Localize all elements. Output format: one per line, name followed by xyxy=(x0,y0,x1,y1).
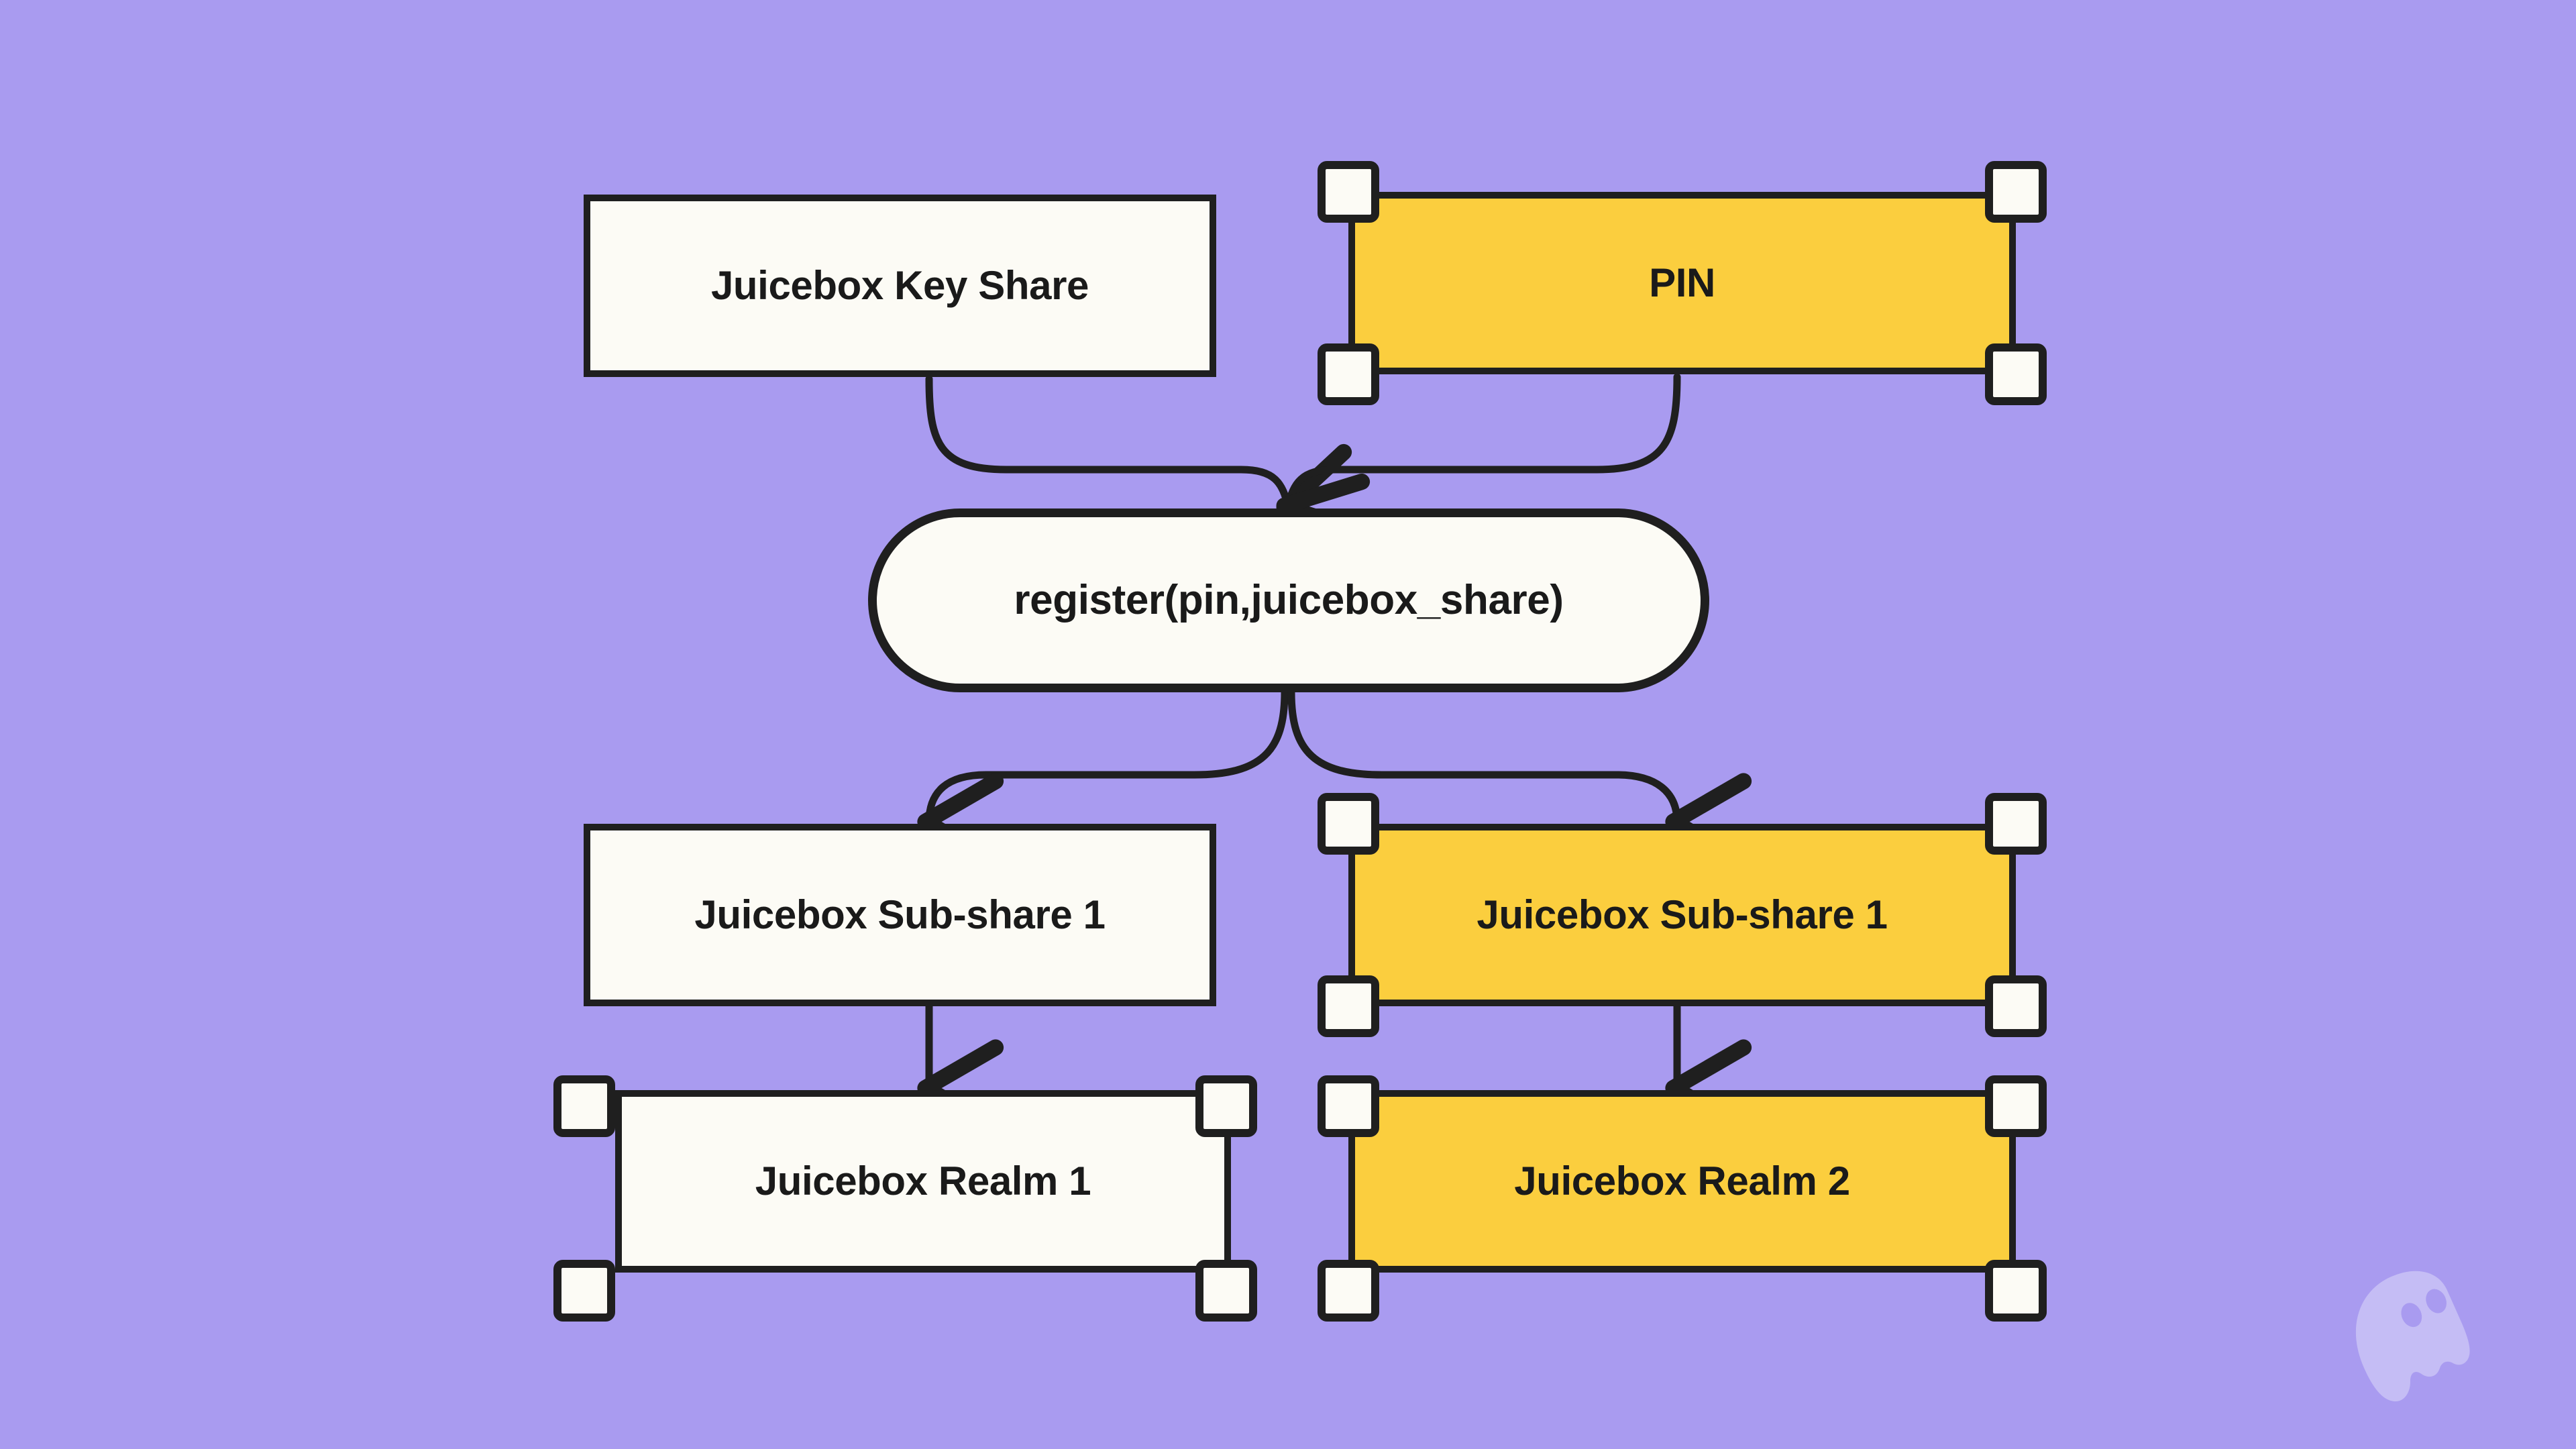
selection-handle-realm1-bottom-left[interactable] xyxy=(553,1260,615,1322)
selection-handle-pin-bottom-right[interactable] xyxy=(1985,343,2047,405)
edge-register-to-subshare-right xyxy=(1287,688,1752,871)
node-juicebox-sub-share-left[interactable]: Juicebox Sub-share 1 xyxy=(584,824,1216,1006)
node-juicebox-key-share[interactable]: Juicebox Key Share xyxy=(584,195,1216,377)
selection-handle-realm2-bottom-right[interactable] xyxy=(1985,1260,2047,1322)
selection-handle-realm2-top-right[interactable] xyxy=(1985,1075,2047,1137)
edge-keyshare-to-register xyxy=(925,375,1371,539)
selection-handle-realm1-bottom-right[interactable] xyxy=(1195,1260,1257,1322)
node-label-juicebox-realm-1: Juicebox Realm 1 xyxy=(755,1159,1091,1203)
selection-handle-pin-bottom-left[interactable] xyxy=(1318,343,1379,405)
selection-handle-realm2-top-left[interactable] xyxy=(1318,1075,1379,1137)
node-label-juicebox-realm-2: Juicebox Realm 2 xyxy=(1514,1159,1850,1203)
node-juicebox-sub-share-right[interactable]: Juicebox Sub-share 1 xyxy=(1348,824,2016,1006)
selection-handle-realm1-top-left[interactable] xyxy=(553,1075,615,1137)
selection-handle-realm2-bottom-left[interactable] xyxy=(1318,1260,1379,1322)
edge-pin-to-register xyxy=(1276,373,1681,570)
selection-handle-subshare-right-top-right[interactable] xyxy=(1985,793,2047,855)
selection-handle-subshare-right-bottom-right[interactable] xyxy=(1985,975,2047,1037)
node-label-register: register(pin,juicebox_share) xyxy=(1014,577,1564,623)
node-juicebox-realm-2[interactable]: Juicebox Realm 2 xyxy=(1348,1090,2016,1273)
selection-handle-realm1-top-right[interactable] xyxy=(1195,1075,1257,1137)
selection-handle-pin-top-right[interactable] xyxy=(1985,161,2047,223)
node-label-juicebox-key-share: Juicebox Key Share xyxy=(710,263,1089,308)
selection-handle-subshare-right-bottom-left[interactable] xyxy=(1318,975,1379,1037)
node-register[interactable]: register(pin,juicebox_share) xyxy=(868,508,1709,692)
node-label-pin: PIN xyxy=(1649,260,1715,305)
node-juicebox-realm-1[interactable]: Juicebox Realm 1 xyxy=(615,1090,1231,1273)
node-label-juicebox-sub-share-right: Juicebox Sub-share 1 xyxy=(1477,892,1888,937)
node-label-juicebox-sub-share-left: Juicebox Sub-share 1 xyxy=(694,892,1106,937)
node-pin[interactable]: PIN xyxy=(1348,192,2016,374)
selection-handle-pin-top-left[interactable] xyxy=(1318,161,1379,223)
ghost-logo-icon xyxy=(2355,1271,2470,1402)
selection-handle-subshare-right-top-left[interactable] xyxy=(1318,793,1379,855)
edge-register-to-subshare-left xyxy=(917,688,1289,871)
